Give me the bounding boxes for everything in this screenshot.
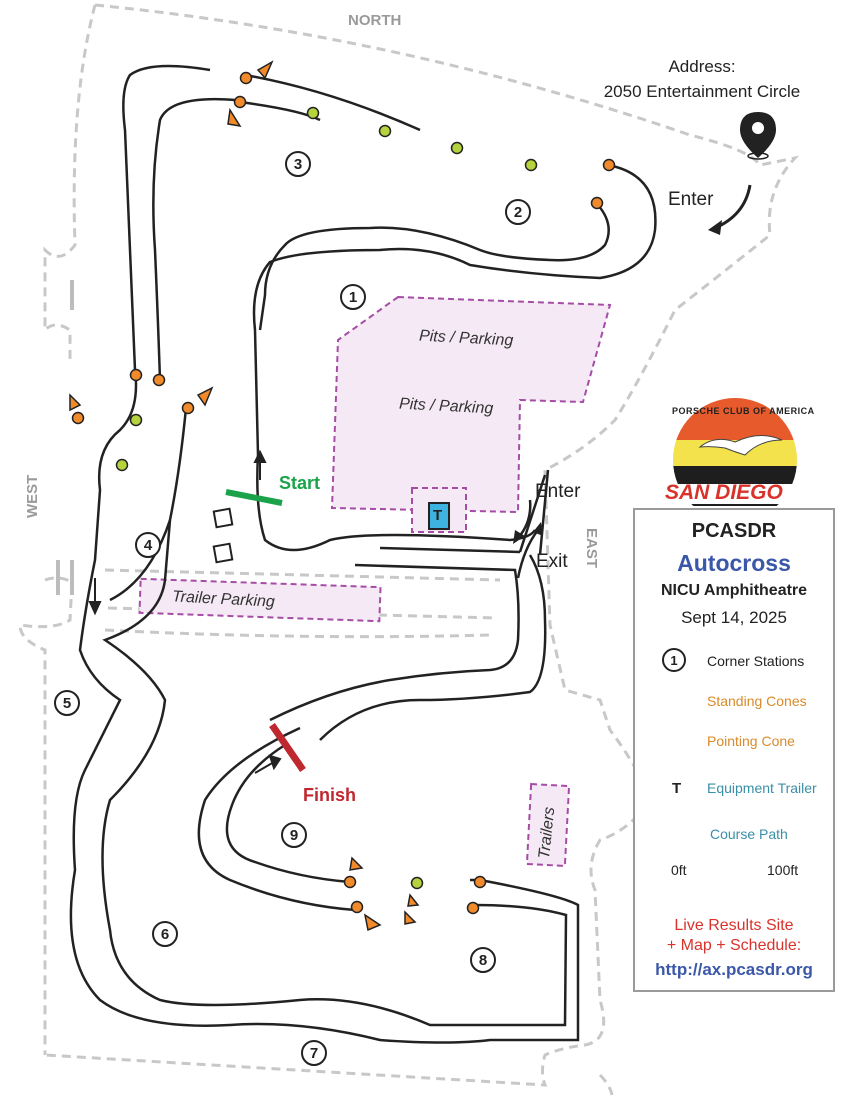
trailer-icon-letter: T xyxy=(433,507,443,524)
standing-cone-orange xyxy=(129,368,143,382)
pointing-cone xyxy=(349,856,364,871)
standing-cone-orange xyxy=(181,401,195,415)
pits-zone xyxy=(330,295,612,514)
address-street: 2050 Entertainment Circle xyxy=(603,82,801,101)
standing-cone-green xyxy=(524,158,538,172)
cone-markers xyxy=(69,60,616,932)
corner-station-1: 1 xyxy=(340,284,366,310)
finish-line xyxy=(269,723,306,772)
standing-cone-green xyxy=(410,876,424,890)
results-line-1: Live Results Site xyxy=(674,917,794,934)
legend-corner-stations: Corner Stations xyxy=(707,653,805,669)
corner-station-9: 9 xyxy=(281,822,307,848)
legend-corner-icon: 1 xyxy=(662,648,686,672)
legend-standing-cones: Standing Cones xyxy=(707,693,807,709)
legend-pointing-cone: Pointing Cone xyxy=(707,733,795,749)
pointing-cone xyxy=(256,60,274,80)
trailer-parking-zone xyxy=(138,577,382,623)
pca-logo-region: SAN DIEGO xyxy=(665,481,783,504)
results-line-2: + Map + Schedule: xyxy=(666,937,802,954)
corner-station-8: 8 xyxy=(470,947,496,973)
corner-station-2: 2 xyxy=(505,199,531,225)
pointing-cone xyxy=(69,393,82,412)
legend-panel: PCASDR Autocross NICU Amphitheatre Sept … xyxy=(633,508,835,992)
standing-cone-orange xyxy=(152,373,166,387)
corner-station-6: 6 xyxy=(152,921,178,947)
pointing-cone xyxy=(404,910,417,925)
course-marker-square xyxy=(212,542,234,564)
direction-arrows xyxy=(88,449,282,774)
standing-cone-orange xyxy=(350,900,364,914)
standing-cone-orange xyxy=(239,71,253,85)
standing-cone-orange xyxy=(233,95,247,109)
course-west-connector xyxy=(109,519,172,602)
west-road-line xyxy=(56,280,74,595)
course-top-inner xyxy=(258,204,610,331)
legend-equipment-trailer: Equipment Trailer xyxy=(707,780,817,796)
legend-title: PCASDR xyxy=(691,520,777,542)
results-url-link[interactable]: http://ax.pcasdr.org xyxy=(655,960,813,979)
location-pin-icon xyxy=(740,112,776,160)
enter-side-arrowhead xyxy=(513,530,525,544)
course-top-line xyxy=(252,163,657,552)
east-label: EAST xyxy=(583,528,600,569)
standing-cone-green xyxy=(450,141,464,155)
course-left-top xyxy=(239,73,421,132)
standing-cone-orange xyxy=(343,875,357,889)
pca-logo xyxy=(665,398,805,506)
enter-top-label: Enter xyxy=(668,189,714,210)
property-boundary xyxy=(18,3,800,1096)
standing-cone-green xyxy=(129,413,143,427)
exit-side-arrow xyxy=(516,529,539,579)
legend-venue: NICU Amphitheatre xyxy=(660,582,808,599)
address-label: Address: xyxy=(668,57,736,76)
exit-side-label: Exit xyxy=(536,551,568,572)
scale-start-label: 0ft xyxy=(671,862,687,878)
course-pit-lanes xyxy=(269,546,547,741)
legend-date: Sept 14, 2025 xyxy=(681,608,787,627)
legend-course-path: Course Path xyxy=(710,826,788,842)
start-line xyxy=(225,489,283,506)
course-marker-square xyxy=(212,507,234,529)
standing-cone-orange xyxy=(590,196,604,210)
legend-event: Autocross xyxy=(677,550,791,576)
west-label: WEST xyxy=(24,474,41,518)
course-inner-line xyxy=(101,97,568,1027)
pointing-cone xyxy=(407,893,420,907)
corner-station-7: 7 xyxy=(301,1040,327,1066)
legend-trailer-letter: T xyxy=(672,780,682,797)
pointing-cone xyxy=(196,386,214,407)
enter-top-arrowhead xyxy=(708,220,722,235)
standing-cone-orange xyxy=(473,875,487,889)
scale-end-label: 100ft xyxy=(767,862,799,878)
standing-cone-orange xyxy=(602,158,616,172)
enter-side-arrow xyxy=(517,499,532,539)
pointing-cone xyxy=(363,913,382,932)
standing-cone-orange xyxy=(71,411,85,425)
corner-station-3: 3 xyxy=(285,151,311,177)
course-east-lane xyxy=(518,469,550,556)
standing-cone-green xyxy=(378,124,392,138)
north-label: NORTH xyxy=(348,12,402,29)
pointing-cone xyxy=(227,107,242,128)
enter-side-label: Enter xyxy=(535,481,581,502)
exit-side-arrowhead xyxy=(533,522,543,536)
standing-cone-green xyxy=(306,106,320,120)
standing-cone-green xyxy=(115,458,129,472)
trailers-zone xyxy=(525,783,571,867)
corner-station-4: 4 xyxy=(135,532,161,558)
course-outer-line xyxy=(69,64,580,1044)
pca-logo-arc-text: PORSCHE CLUB OF AMERICA xyxy=(672,406,815,416)
equipment-trailer-icon xyxy=(428,502,450,530)
finish-label: Finish xyxy=(303,785,356,805)
standing-cone-orange xyxy=(466,901,480,915)
start-label: Start xyxy=(279,473,321,493)
corner-station-5: 5 xyxy=(54,690,80,716)
course-finish-loop xyxy=(197,726,356,912)
